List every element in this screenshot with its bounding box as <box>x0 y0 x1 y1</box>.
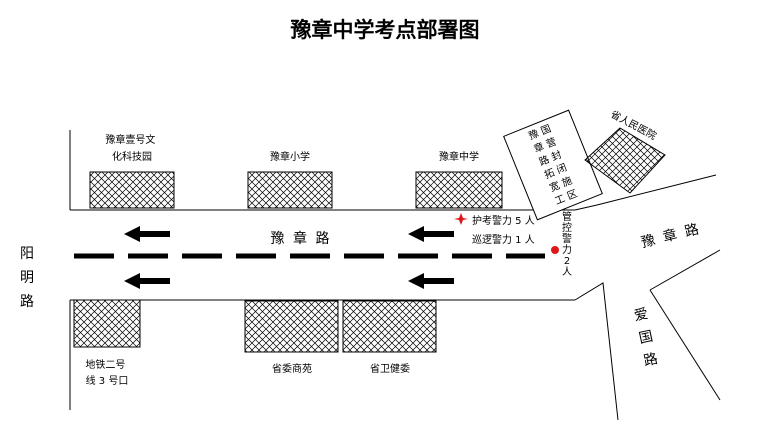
building-mall <box>244 300 339 353</box>
vertical-label-char: 管 <box>562 210 572 223</box>
label-road-aiguo: 爱国路 <box>633 306 662 370</box>
building-primary-school <box>247 171 333 209</box>
construction-zone <box>503 109 603 221</box>
label-mall: 省委商苑 <box>272 362 312 375</box>
map-title: 豫章中学考点部署图 <box>291 17 480 42</box>
label-road-yangming: 阳明路 <box>20 246 36 310</box>
control-point-dot-icon <box>551 246 559 254</box>
vertical-label-char: 警 <box>562 232 572 245</box>
vertical-label-char: 路 <box>20 294 36 310</box>
label-metro-line2: 线 3 号口 <box>86 374 129 387</box>
guard-star-icon <box>454 213 468 225</box>
building-tech-park <box>89 171 175 209</box>
road-outlines <box>69 130 721 421</box>
arrow-left-icon <box>408 226 454 242</box>
building-health <box>342 300 437 353</box>
arrow-left-icon <box>408 273 454 289</box>
vertical-label-char: 人 <box>562 266 572 278</box>
label-tech-park-line2: 化科技园 <box>112 150 152 163</box>
vertical-label-char: 控 <box>562 221 572 234</box>
building-hospital <box>584 127 666 194</box>
label-health: 省卫健委 <box>370 362 410 375</box>
vertical-label-char: 路 <box>642 351 661 370</box>
label-patrol-police: 巡逻警力 1 人 <box>472 233 535 246</box>
label-road-yuzhang-main: 豫 章 路 <box>271 230 332 247</box>
label-road-yuzhang-east: 豫 章 路 <box>639 220 702 251</box>
label-guard-police: 护考警力 5 人 <box>472 214 535 227</box>
vertical-label-char: 明 <box>20 270 36 286</box>
vertical-label-char: 国 <box>637 328 656 347</box>
vertical-label-char: 2 <box>564 256 570 267</box>
label-primary-school: 豫章小学 <box>270 150 310 163</box>
arrow-left-icon <box>124 226 170 242</box>
label-metro-line1: 地铁二号 <box>85 358 125 371</box>
vertical-label-char: 力 <box>562 243 572 256</box>
arrow-left-icon <box>124 273 170 289</box>
label-tech-park-line1: 豫章壹号文 <box>105 133 155 146</box>
label-middle-school: 豫章中学 <box>439 150 479 163</box>
label-tech-park: 豫章壹号文 化科技园 <box>105 133 158 163</box>
vertical-label-char: 阳 <box>20 246 36 262</box>
building-metro-exit <box>73 299 141 348</box>
vertical-label-char: 爱 <box>633 306 652 325</box>
building-middle-school <box>415 171 503 209</box>
label-metro-exit: 地铁二号 线 3 号口 <box>85 358 128 387</box>
direction-arrows <box>124 226 454 289</box>
